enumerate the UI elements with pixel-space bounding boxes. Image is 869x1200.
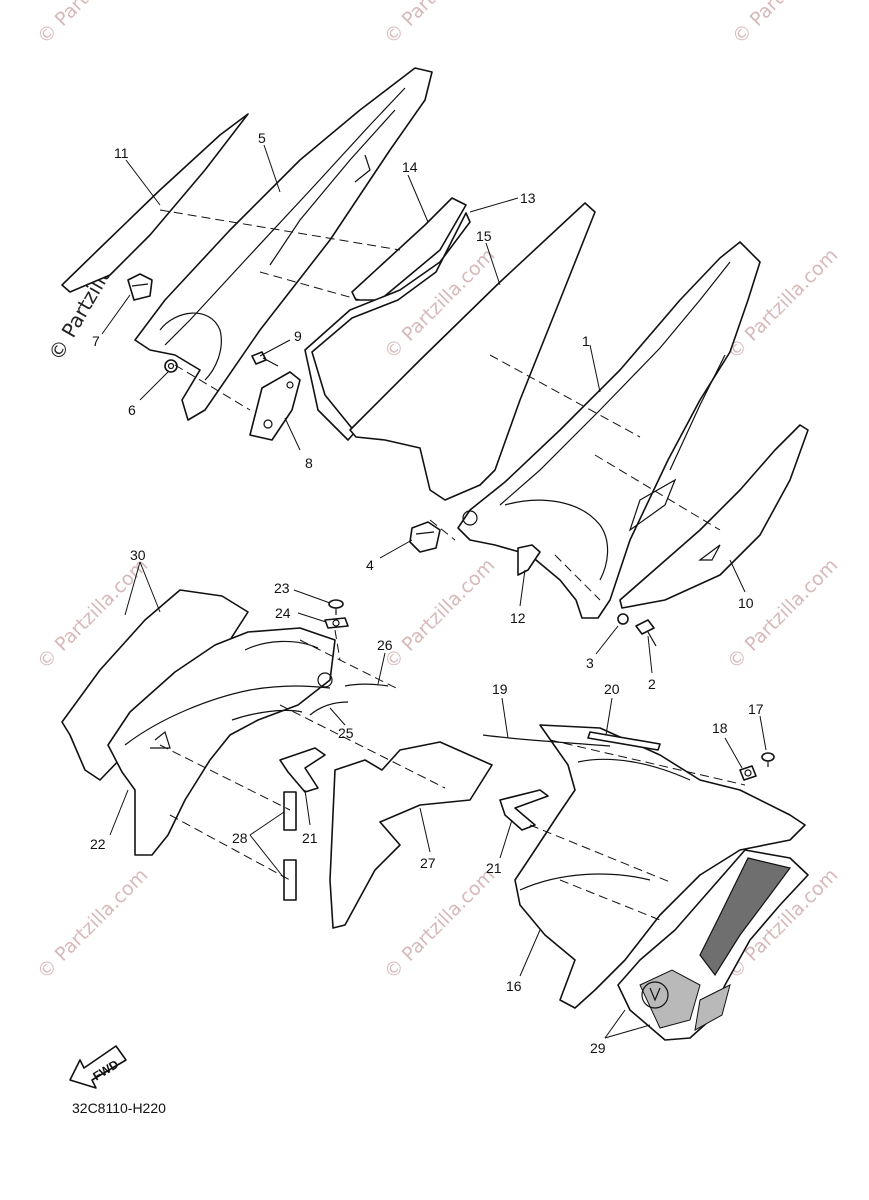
callout-21: 21	[302, 830, 318, 846]
callout-15: 15	[476, 228, 492, 244]
callout-16: 16	[506, 978, 522, 994]
callout-30: 30	[130, 547, 146, 563]
callout-29: 29	[590, 1040, 606, 1056]
part-3-washer	[617, 613, 629, 625]
part-27-panel	[329, 741, 493, 929]
watermark: © Partzilla.com	[723, 554, 842, 673]
watermark: © Partzilla.com	[380, 554, 499, 673]
callout-21: 21	[486, 860, 502, 876]
callouts: 11 5 14 13 15 1 7 6 9 8 4 12 3 2 10 30 2…	[90, 130, 764, 1056]
callout-5: 5	[258, 130, 266, 146]
part-18-nut	[739, 765, 757, 781]
callout-3: 3	[586, 655, 594, 671]
callout-19: 19	[492, 681, 508, 697]
part-17-screw	[761, 752, 775, 767]
part-11-decal	[61, 113, 249, 293]
part-6-collar	[164, 359, 178, 373]
callout-24: 24	[275, 605, 291, 621]
diagram-code: 32C8110-H220	[72, 1100, 166, 1116]
callout-22: 22	[90, 836, 106, 852]
callout-20: 20	[604, 681, 620, 697]
part-30-scoop-cover	[61, 589, 249, 781]
part-7-grommet	[127, 273, 153, 301]
callout-6: 6	[128, 402, 136, 418]
part-21-damper-left	[279, 747, 326, 793]
callout-11: 11	[114, 145, 129, 161]
watermark: © Partzilla.com	[33, 864, 152, 983]
callout-8: 8	[305, 455, 313, 471]
part-29-decal	[617, 849, 809, 1041]
callout-25: 25	[338, 725, 354, 741]
part-22-air-scoop	[107, 627, 336, 856]
part-24-nut	[324, 617, 349, 629]
callout-10: 10	[738, 595, 754, 611]
callout-7: 7	[92, 333, 100, 349]
part-23-screw	[328, 599, 344, 615]
part-15-inner-panel	[349, 202, 596, 501]
callout-27: 27	[420, 855, 436, 871]
watermark: © Partzilla.com	[380, 0, 499, 49]
watermark: © Partzilla.com	[380, 864, 499, 983]
part-16-air-scoop	[514, 724, 806, 1009]
callout-2: 2	[648, 676, 656, 692]
part-2-bolt	[635, 619, 657, 647]
part-13-plate	[304, 212, 471, 441]
callout-12: 12	[510, 610, 526, 626]
watermark: © Partzilla.com	[33, 0, 152, 49]
part-26-strip	[344, 683, 389, 687]
part-20-strip	[587, 731, 661, 751]
callout-14: 14	[402, 159, 418, 175]
callout-4: 4	[366, 557, 374, 573]
part-10-decal	[619, 424, 809, 609]
callout-28: 28	[232, 830, 248, 846]
part-4-grommet	[409, 521, 441, 553]
part-1-side-cover	[457, 241, 761, 619]
alignment-lines	[159, 209, 746, 921]
part-8-bracket	[249, 371, 301, 441]
leader-lines	[101, 144, 767, 1039]
part-5-side-panel	[134, 67, 433, 421]
part-14-damper	[351, 197, 467, 301]
part-12-piece	[517, 544, 541, 576]
watermark: © Partzilla.com	[728, 0, 847, 49]
fwd-arrow-icon: FWD	[69, 1045, 127, 1089]
callout-23: 23	[274, 580, 290, 596]
part-25-strip	[309, 701, 349, 716]
callout-13: 13	[520, 190, 536, 206]
callout-1: 1	[582, 333, 590, 349]
part-19-strip	[482, 734, 611, 747]
callout-26: 26	[377, 637, 393, 653]
callout-17: 17	[748, 701, 764, 717]
part-9-bolt	[251, 351, 279, 367]
part-21-damper-right	[499, 789, 549, 831]
part-28-tape	[283, 791, 297, 901]
callout-18: 18	[712, 720, 728, 736]
callout-9: 9	[294, 328, 302, 344]
